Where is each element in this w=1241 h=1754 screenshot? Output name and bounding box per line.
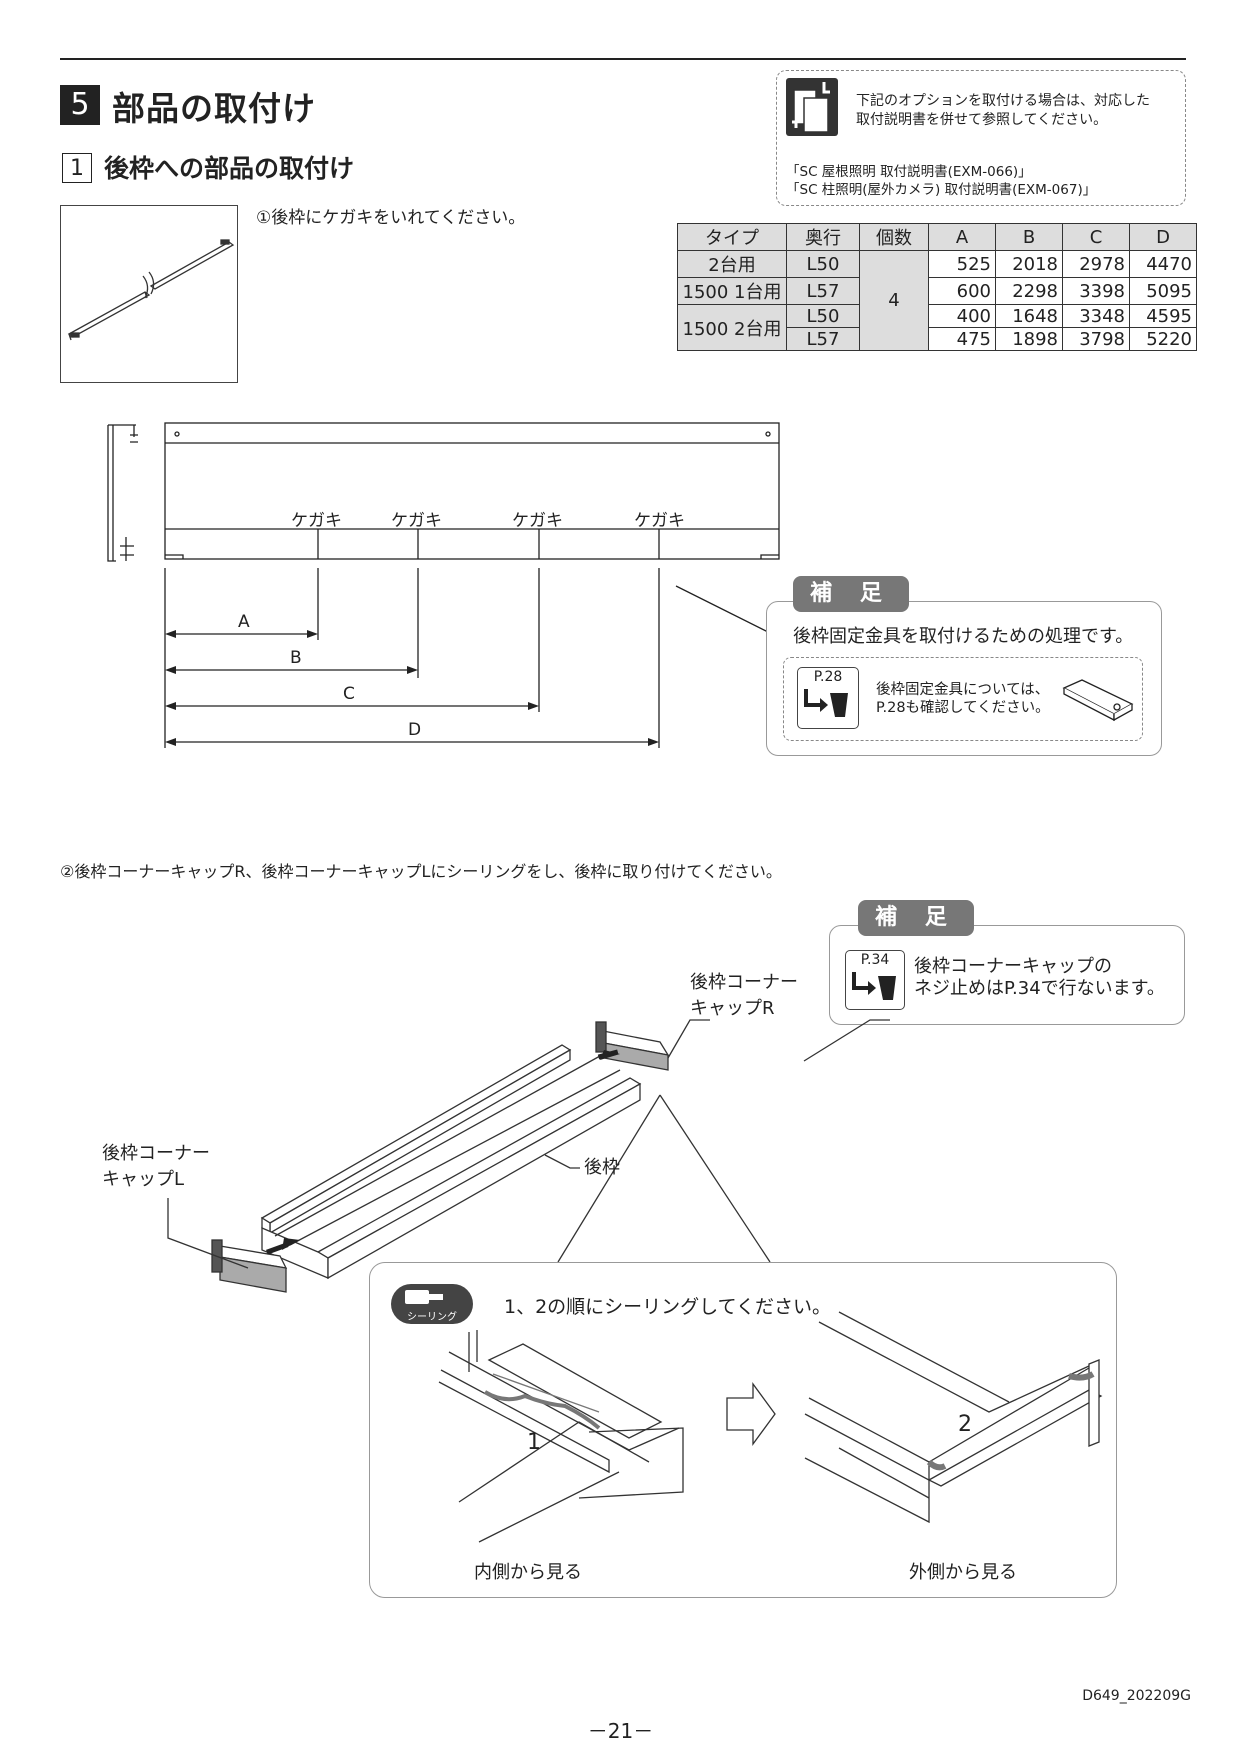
table-row: L57 475 1898 3798 5220 [678, 327, 1197, 351]
corner-cap-diagram [167, 1019, 890, 1293]
sealing-step-2-label: 2 [958, 1412, 972, 1437]
cap-l-line-2: キャップL [102, 1169, 185, 1190]
option-note-text: 下記のオプションを取付ける場合は、対応した 取付説明書を併せて参照してください。 [856, 92, 1150, 130]
subsection-number: 1 [62, 153, 92, 183]
outside-view-label: 外側から見る [909, 1562, 1017, 1583]
page-number: －21－ [587, 1719, 654, 1743]
supplement-ref-box-1 [783, 657, 1143, 741]
supplement-tag-1: 補 足 [793, 576, 909, 612]
document-code: D649_202209G [1082, 1688, 1191, 1704]
section-number: 5 [60, 85, 100, 125]
supplement-tag-2: 補 足 [858, 900, 974, 936]
ref-line-2: P.28も確認してください。 [876, 700, 1050, 716]
value-cell: 3798 [1062, 327, 1130, 351]
value-cell: 2978 [1062, 250, 1130, 278]
inside-view-label: 内側から見る [474, 1562, 582, 1583]
dim-label-a: A [238, 612, 250, 632]
step1-instruction: ①後枠にケガキをいれてください。 [256, 208, 526, 228]
kegaki-label: ケガキ [291, 511, 342, 531]
marking-diagram [107, 422, 780, 748]
dim-label-c: C [343, 684, 355, 704]
col-header-d: D [1129, 223, 1197, 251]
cap-r-label: 後枠コーナー キャップR [690, 970, 798, 1022]
supplement2-line-1: 後枠コーナーキャップの [914, 956, 1112, 977]
subsection-title: 後枠への部品の取付け [104, 154, 355, 183]
reference-manual-2: 「SC 柱照明(屋外カメラ) 取付説明書(EXM-067)」 [786, 182, 1097, 198]
col-header-b: B [995, 223, 1063, 251]
sealing-icon: シーリング [391, 1284, 473, 1324]
table-header-row: タイプ 奥行 個数 A B C D [677, 223, 1197, 251]
value-cell: 4595 [1129, 304, 1197, 328]
kegaki-label: ケガキ [634, 511, 685, 531]
kegaki-label: ケガキ [391, 511, 442, 531]
step2-instruction: ②後枠コーナーキャップR、後枠コーナーキャップLにシーリングをし、後枠に取り付け… [60, 862, 782, 881]
rear-frame-thumbnail [60, 205, 238, 383]
ref-line-1: 後枠固定金具については、 [876, 682, 1050, 698]
supplement-text-2: 後枠コーナーキャップの ネジ止めはP.34で行ないます。 [914, 956, 1165, 1000]
option-note-box [776, 70, 1186, 206]
dim-label-b: B [290, 648, 302, 668]
page-ref-arrow-icon [852, 972, 896, 1000]
col-header-a: A [928, 223, 996, 251]
type-cell: 2台用 [677, 250, 787, 278]
col-header-type: タイプ [677, 223, 787, 251]
sealing-instruction: 1、2の順にシーリングしてください。 [504, 1296, 832, 1318]
page-ref-label: P.34 [860, 952, 890, 968]
sealing-step-1-label: 1 [527, 1430, 541, 1455]
supplement-text-1: 後枠固定金具を取付けるための処理です。 [793, 626, 1134, 647]
type-cell: 1500 1台用 [677, 277, 787, 305]
bracket-illustration [1062, 679, 1134, 722]
table-row: 2台用 L50 4 525 2018 2978 4470 [677, 250, 1197, 351]
note-line-2: 取付説明書を併せて参照してください。 [856, 112, 1108, 128]
supplement2-line-2: ネジ止めはP.34で行ないます。 [914, 978, 1165, 999]
page-ref-arrow-icon [804, 689, 848, 717]
dim-label-d: D [408, 720, 422, 740]
type-cell: 1500 2台用 [677, 304, 787, 351]
rear-frame-label: 後枠 [584, 1157, 620, 1178]
page-ref-badge-34: P.34 [845, 950, 905, 1010]
value-cell: 475 [928, 327, 996, 351]
col-header-c: C [1062, 223, 1130, 251]
page-ref-label: P.28 [813, 669, 843, 685]
depth-cell: L50 [786, 250, 860, 278]
value-cell: 5220 [1129, 327, 1197, 351]
cap-l-line-1: 後枠コーナー [102, 1143, 210, 1164]
note-line-1: 下記のオプションを取付ける場合は、対応した [856, 93, 1150, 109]
col-header-depth: 奥行 [786, 223, 860, 251]
section-title: 部品の取付け [112, 89, 316, 128]
cap-r-line-1: 後枠コーナー [690, 972, 798, 993]
table-row: 1500 1台用 L57 600 2298 3398 5095 [677, 277, 1197, 305]
value-cell: 1898 [995, 327, 1063, 351]
page-ref-badge-28: P.28 [797, 667, 859, 729]
count-cell: 4 [859, 250, 929, 351]
manual-reference-icon [786, 78, 838, 136]
cap-l-label: 後枠コーナー キャップL [102, 1141, 210, 1193]
top-rule [60, 58, 1186, 60]
kegaki-label: ケガキ [512, 511, 563, 531]
value-cell: 1648 [995, 304, 1063, 328]
cap-r-line-2: キャップR [690, 998, 775, 1019]
value-cell: 4470 [1129, 250, 1197, 278]
value-cell: 5095 [1129, 277, 1197, 305]
sealing-icon-label: シーリング [407, 1312, 457, 1323]
spec-table: タイプ 奥行 個数 A B C D 2台用 L50 4 525 2018 297… [677, 223, 1197, 351]
depth-cell: L57 [786, 327, 860, 351]
sealing-views [438, 1311, 1103, 1543]
supplement-ref-text-1: 後枠固定金具については、 P.28も確認してください。 [876, 681, 1050, 717]
reference-manual-1: 「SC 屋根照明 取付説明書(EXM-066)」 [786, 164, 1032, 180]
value-cell: 2018 [995, 250, 1063, 278]
